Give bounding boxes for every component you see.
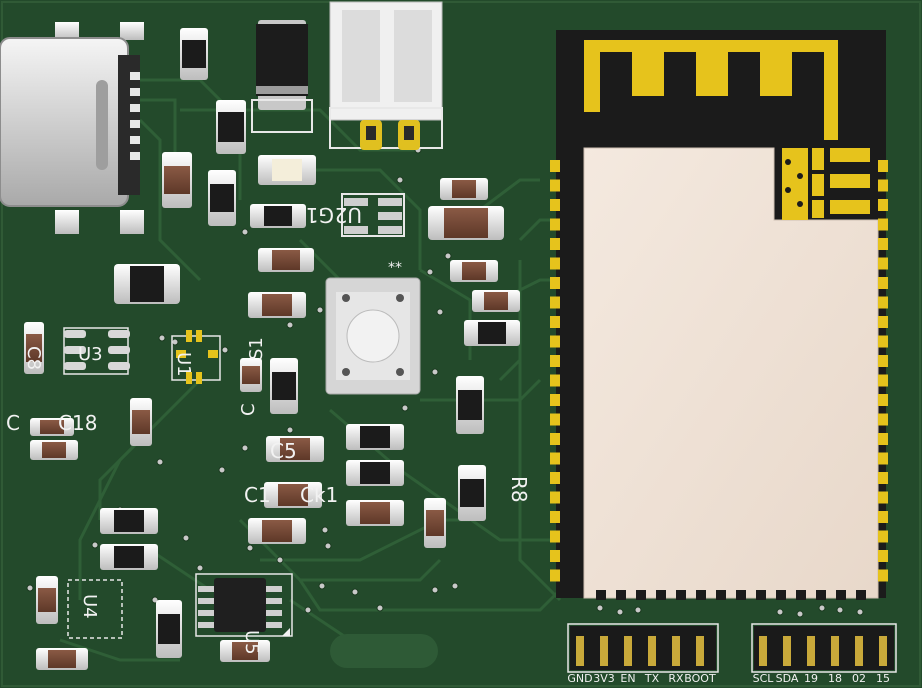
header-left-pin-0	[576, 636, 584, 666]
passive-components	[24, 28, 520, 670]
label-u2: U2	[335, 203, 362, 227]
header-left-pin-label-3v3: 3V3	[593, 672, 615, 685]
label-r8: R8	[507, 476, 531, 503]
jst-battery-connector	[329, 1, 443, 150]
usb-c-connector	[0, 22, 144, 234]
silkscreen-labels: U2 G1 U3 U1 S1 C C8 C18 C C5 C1 Ck1 R8 U…	[6, 203, 531, 655]
header-left-pin-label-en: EN	[620, 672, 635, 685]
esp32-module	[550, 30, 888, 600]
header-left-pin-label-rx: RX	[668, 672, 684, 685]
label-g1: G1	[306, 203, 334, 227]
u3-chip	[63, 327, 130, 375]
header-left-pin-5	[696, 636, 704, 666]
header-right-pin-2	[807, 636, 815, 666]
label-u3: U3	[78, 344, 103, 365]
tactile-switch	[325, 277, 421, 395]
oval-pad	[330, 634, 438, 668]
u5-chip	[195, 573, 293, 637]
vias	[26, 146, 864, 618]
header-right-pin-label-scl: SCL	[753, 672, 775, 685]
label-c1: C1	[244, 483, 271, 507]
label-c8: C8	[23, 346, 44, 370]
header-left-pin-4	[672, 636, 680, 666]
header-left-pin-1	[600, 636, 608, 666]
diode-smd	[251, 20, 313, 133]
label-c5: C5	[270, 439, 297, 463]
header-right-pin-5	[879, 636, 887, 666]
header-left-pin-2	[624, 636, 632, 666]
header-right-pin-4	[855, 636, 863, 666]
header-left-pin-3	[648, 636, 656, 666]
header-left-pin-label-boot: BOOT	[684, 672, 716, 685]
label-c-left: C	[6, 411, 20, 435]
header-right-pin-label-18: 18	[828, 672, 842, 685]
u2-regulator	[341, 193, 405, 237]
label-u5: U5	[241, 630, 262, 655]
star-marks: **	[388, 260, 402, 276]
header-right-pin-label-15: 15	[876, 672, 890, 685]
header-right-pin-label-sda: SDA	[776, 672, 799, 685]
header-right-pin-0	[759, 636, 767, 666]
header-right-pin-label-19: 19	[804, 672, 818, 685]
label-s1: S1	[246, 337, 267, 360]
pin-header-left	[567, 623, 719, 673]
header-left-pin-label-gnd: GND	[567, 672, 592, 685]
u1-chip	[171, 330, 221, 384]
header-left-pin-label-tx: TX	[644, 672, 660, 685]
header-right-pin-1	[783, 636, 791, 666]
label-c18: C18	[58, 411, 97, 435]
header-right-pin-label-02: 02	[852, 672, 866, 685]
module-side-pads	[550, 160, 888, 582]
label-ck1: Ck1	[300, 483, 338, 507]
header-right-pin-3	[831, 636, 839, 666]
pin-header-right	[751, 623, 897, 673]
label-cx: C	[238, 403, 259, 416]
label-u4: U4	[79, 594, 100, 619]
label-u1: U1	[173, 352, 194, 377]
